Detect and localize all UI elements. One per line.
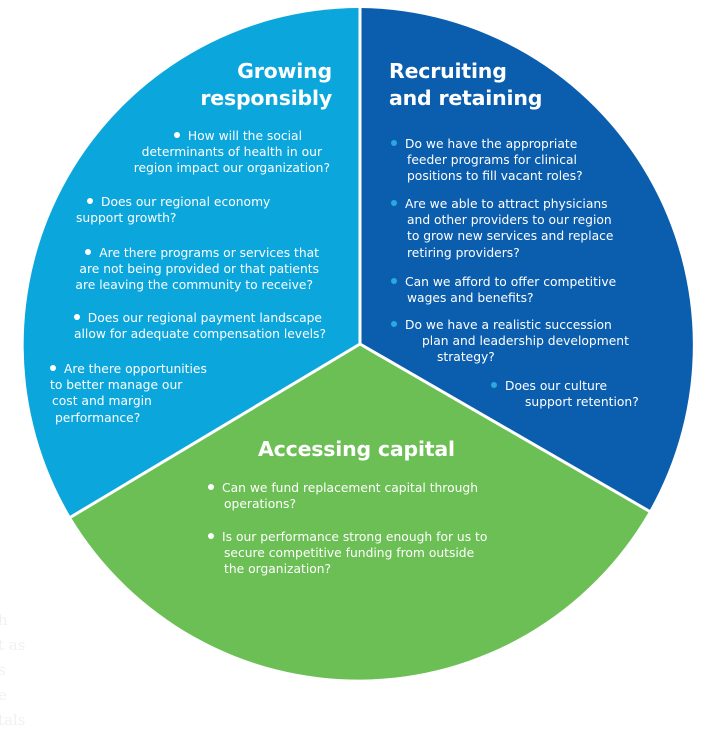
title-line: Growing <box>237 59 332 83</box>
bullet-icon <box>87 198 93 204</box>
accessing-capital-title: Accessing capital <box>258 437 455 461</box>
title-line: Recruiting <box>389 59 507 83</box>
bullet-icon <box>491 382 497 388</box>
ghost-line: tals <box>0 711 26 729</box>
growing-question-4: Does our regional payment landscape allo… <box>73 311 326 342</box>
title-line: responsibly <box>200 86 332 110</box>
bullet-icon <box>50 365 56 371</box>
recruiting-retaining-title: Recruiting and retaining <box>389 58 589 112</box>
capital-question-1: Can we fund replacement capital through … <box>208 480 538 512</box>
bullet-icon <box>85 249 92 255</box>
bullet-icon <box>208 484 214 490</box>
ghost-line: t as <box>0 636 26 654</box>
bullet-icon <box>173 132 180 138</box>
growing-question-2: Does our regional economy support growth… <box>76 195 271 226</box>
bullet-icon <box>391 200 397 206</box>
growing-question-5: Are there opportunities to better manage… <box>50 362 207 425</box>
bullet-icon <box>391 321 397 327</box>
strategy-wheel <box>23 7 693 680</box>
ghost-line: h <box>0 611 8 629</box>
divider-lower-right <box>359 342 656 516</box>
ghost-line: s <box>0 661 6 679</box>
bullet-icon <box>391 140 397 146</box>
capital-question-2: Is our performance strong enough for us … <box>208 529 548 578</box>
growing-question-1: How will the social determinants of heal… <box>133 129 330 176</box>
segment-recruiting-retaining <box>360 8 693 512</box>
title-line: and retaining <box>389 86 543 110</box>
divider-lower-left <box>64 342 361 522</box>
growing-question-3: Are there programs or services that are … <box>75 246 319 293</box>
segment-growing-responsibly <box>23 7 360 518</box>
bullet-icon <box>391 278 397 284</box>
recruiting-question-3: Can we afford to offer competitive wages… <box>391 274 661 306</box>
bullet-icon <box>208 533 214 539</box>
recruiting-question-2: Are we able to attract physicians and ot… <box>391 196 661 261</box>
recruiting-question-1: Do we have the appropriate feeder progra… <box>391 136 651 185</box>
bleed-through-text: h t as s e tals <box>0 608 25 733</box>
growing-responsibly-title: Growing responsibly <box>150 58 332 112</box>
recruiting-question-5: Does our culture support retention? <box>491 378 671 410</box>
ghost-line: e <box>0 686 7 704</box>
recruiting-question-4: Do we have a realistic succession plan a… <box>391 317 661 366</box>
bullet-icon <box>73 314 80 320</box>
